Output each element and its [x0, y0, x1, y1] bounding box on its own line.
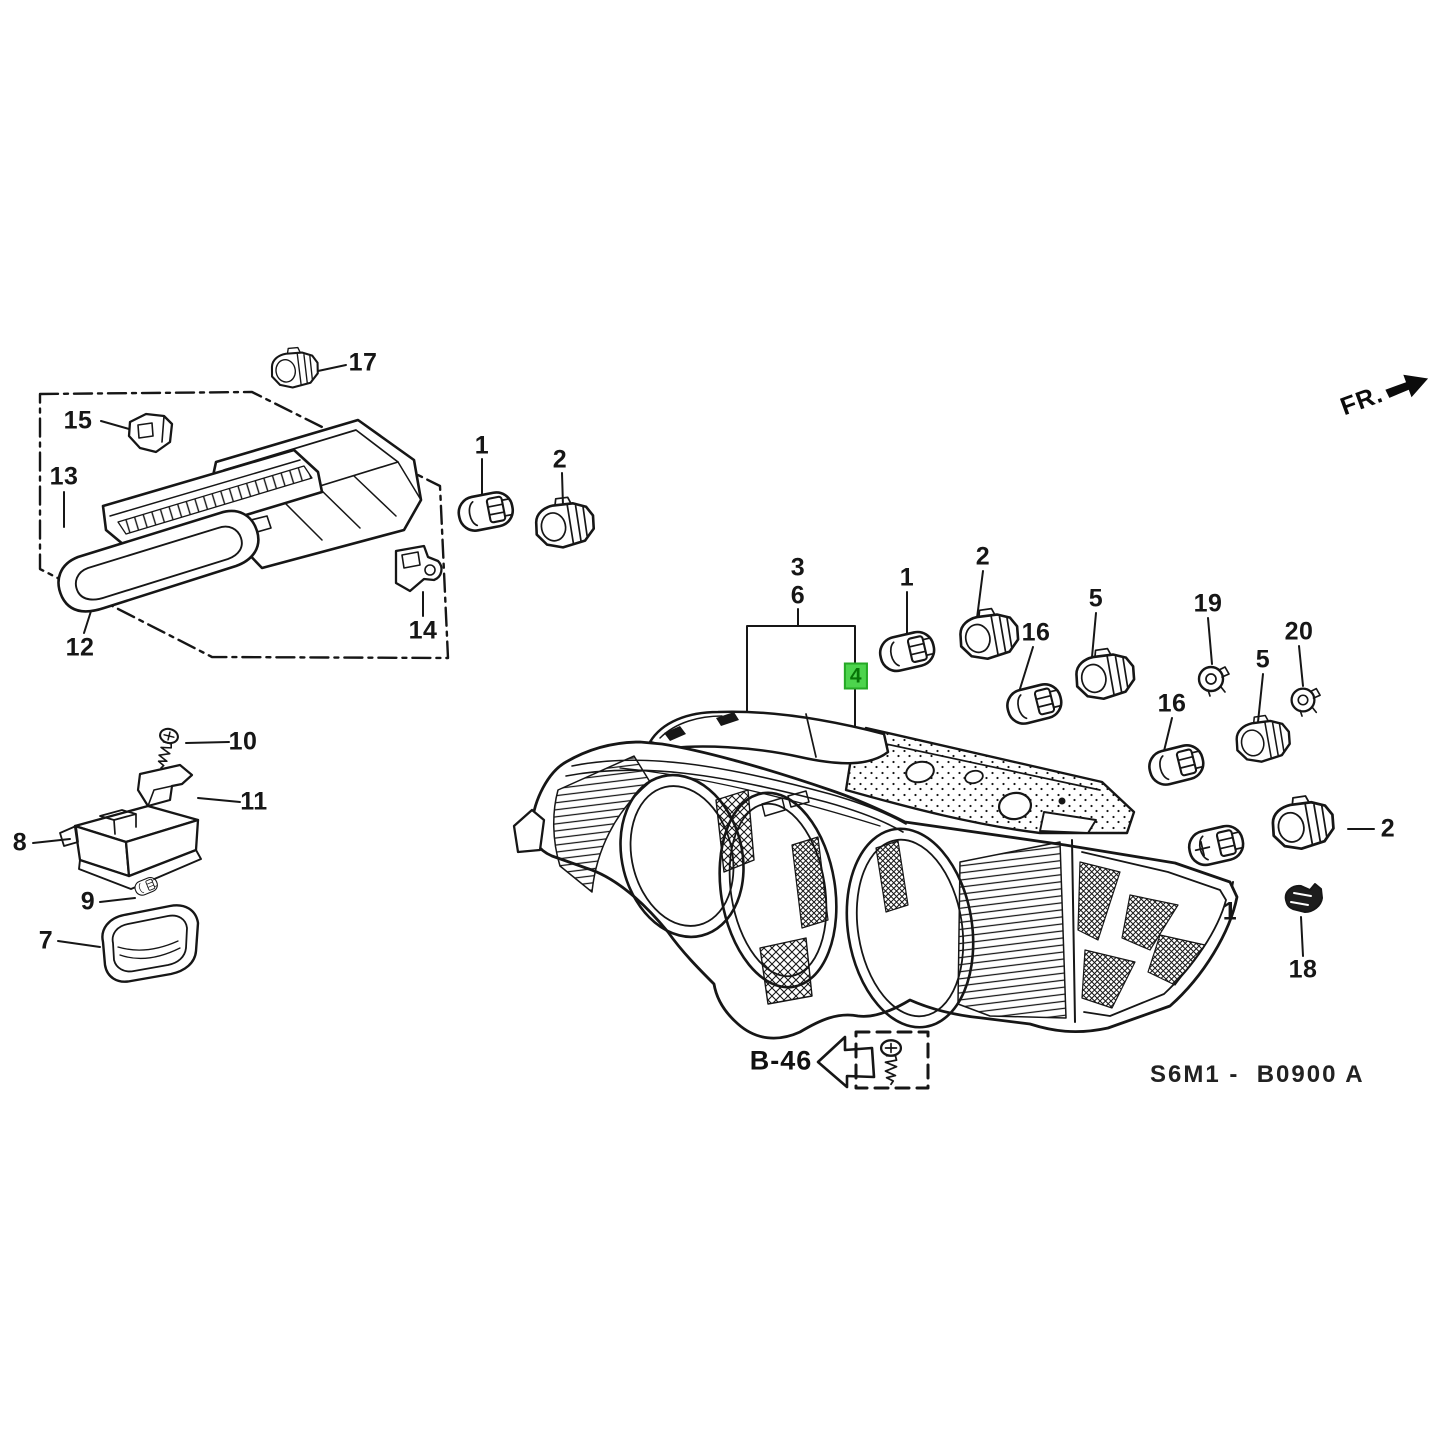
license-lamp-lens-drawing [101, 904, 200, 983]
bracket-14-drawing [394, 544, 443, 593]
garnish-cover-drawing [648, 710, 890, 765]
part-label-16-b[interactable]: 16 [1157, 689, 1187, 718]
part-label-17[interactable]: 17 [348, 348, 378, 377]
part-label-13[interactable]: 13 [49, 462, 79, 491]
dash-dot-border [38, 390, 450, 660]
part-label-19[interactable]: 19 [1193, 589, 1223, 618]
part-label-10[interactable]: 10 [228, 727, 258, 756]
taillight-lens-drawing [512, 740, 1239, 1040]
part-label-18[interactable]: 18 [1288, 955, 1318, 984]
loose-parts-drawings [454, 488, 1340, 913]
part-label-20[interactable]: 20 [1284, 617, 1314, 646]
bulb-16-a-drawing [1002, 679, 1066, 729]
part-label-2-right[interactable]: 2 [1380, 814, 1396, 843]
part-label-12[interactable]: 12 [65, 633, 95, 662]
part-label-3[interactable]: 3 [790, 553, 806, 582]
fr-arrow-icon [1385, 374, 1429, 398]
license-lamp-housing-drawing [59, 804, 202, 890]
screw-10-drawing [151, 725, 181, 772]
taillight-assembly-drawing [512, 710, 1239, 1040]
socket-17-drawing [266, 342, 323, 392]
diagram-code: S6M1 - B0900 A [1150, 1061, 1365, 1088]
part-label-4-highlighted[interactable]: 4 [843, 662, 869, 690]
b46-reference-drawing [816, 1030, 930, 1090]
nut-20-drawing [1290, 687, 1322, 718]
socket-2-right-drawing [1265, 788, 1340, 856]
bracket-11-drawing [136, 763, 194, 808]
clip-15-drawing [127, 412, 174, 454]
part-label-1-topleft[interactable]: 1 [474, 431, 490, 460]
stoplight-outer-lens-drawing [57, 509, 260, 613]
part-label-16-a[interactable]: 16 [1021, 618, 1051, 647]
part-label-14[interactable]: 14 [408, 616, 438, 645]
fr-direction-arrow [1385, 374, 1429, 398]
b46-reference-label[interactable]: B-46 [749, 1045, 813, 1076]
socket-2-topleft-drawing [528, 490, 600, 554]
rear-panel-drawing [844, 726, 1136, 835]
part-label-7[interactable]: 7 [38, 926, 54, 955]
grommet-19-drawing [1197, 665, 1231, 698]
bulb-16-b-drawing [1144, 740, 1208, 790]
socket-5-b-drawing [1229, 709, 1296, 768]
corner-lens-drawing [1077, 851, 1227, 1017]
b46-arrow-icon [816, 1035, 876, 1089]
part-label-2-topleft[interactable]: 2 [552, 445, 568, 474]
clip-18-drawing [1284, 883, 1323, 913]
mount-tab-drawing [512, 808, 546, 854]
stoplight-lens-bar-drawing [101, 448, 324, 561]
socket-5-a-drawing [1068, 641, 1141, 706]
bulb-1-mid-drawing [875, 627, 939, 676]
part-label-1-lower[interactable]: 1 [1222, 897, 1238, 926]
part-label-9[interactable]: 9 [80, 887, 96, 916]
socket-2-mid-drawing [952, 601, 1025, 666]
stoplight-assembly-drawing [38, 342, 450, 660]
part-label-15[interactable]: 15 [63, 406, 93, 435]
license-lamp-assembly-drawing [59, 725, 202, 983]
part-label-1-mid[interactable]: 1 [899, 563, 915, 592]
bulb-1-lower-drawing [1184, 821, 1248, 870]
bulb-1-topleft-drawing [454, 488, 517, 535]
part-label-5-b[interactable]: 5 [1255, 645, 1271, 674]
part-label-6[interactable]: 6 [790, 581, 806, 610]
b46-screw-drawing [879, 1039, 903, 1086]
part-label-2-mid[interactable]: 2 [975, 542, 991, 571]
part-label-5-a[interactable]: 5 [1088, 584, 1104, 613]
part-label-8[interactable]: 8 [12, 828, 28, 857]
part-label-11[interactable]: 11 [240, 787, 268, 816]
